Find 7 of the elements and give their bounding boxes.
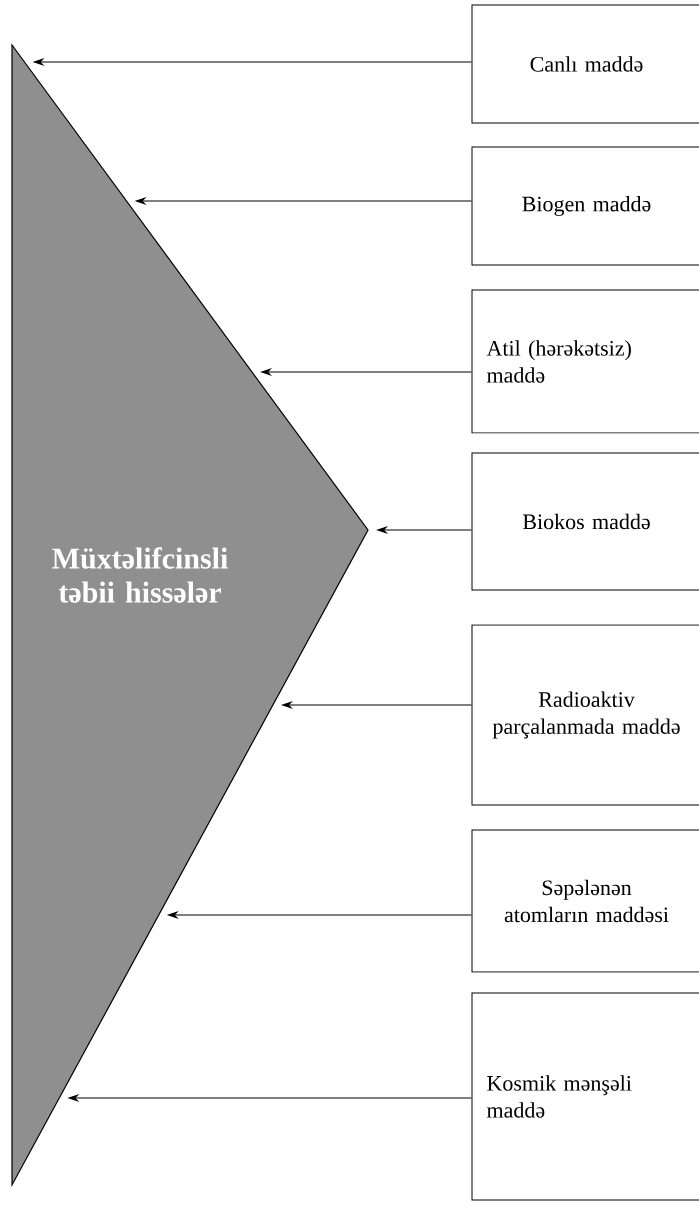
text-box: Kosmik mənşəli maddə: [471, 992, 699, 1201]
text-box: Səpələnən atomların maddəsi: [471, 829, 699, 973]
text-box: Biogen maddə: [471, 146, 699, 266]
text-box: Radioaktiv parçalanmada maddə: [471, 624, 699, 806]
text-box: Atil (hərəkətsiz) maddə: [471, 289, 699, 434]
text-box: Canlı maddə: [471, 4, 699, 124]
text-box: Biokos maddə: [471, 452, 699, 591]
